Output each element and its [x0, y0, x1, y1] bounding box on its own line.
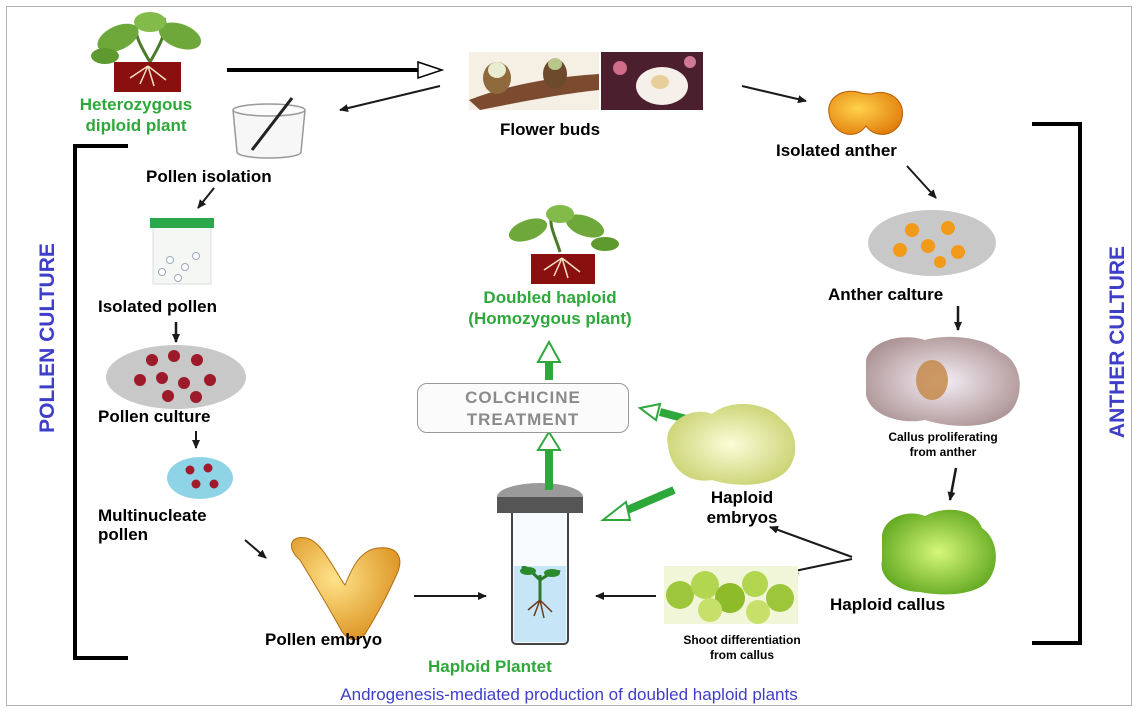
isolated-pollen-label: Isolated pollen: [98, 297, 217, 317]
left-bracket: [75, 146, 128, 658]
doubled-haploid-label: Doubled haploid (Homozygous plant): [426, 287, 674, 329]
arrow-to-isolated-anther: [742, 86, 806, 101]
arrow-to-shoot-diff: [790, 559, 852, 572]
arrow-to-isolated-pollen: [198, 188, 214, 208]
hollow-arrowhead: [418, 62, 442, 78]
right-bracket: [1032, 124, 1080, 643]
heterozygous-plant-image: [91, 12, 205, 92]
test-tube-image: [497, 483, 583, 644]
haploid-callus-image: [881, 510, 995, 595]
anther-culture-side-label: ANTHER CULTURE: [1106, 242, 1130, 442]
beaker-image: [233, 98, 305, 158]
callus-proliferating-label: Callus proliferating from anther: [858, 430, 1028, 460]
pollen-culture-label: Pollen culture: [98, 407, 210, 427]
heterozygous-label: Heterozygous diploid plant: [62, 94, 210, 136]
multinucleate-label: Multinucleate pollen: [98, 506, 207, 544]
isolated-anther-label: Isolated anther: [776, 141, 897, 161]
flower-buds-label: Flower buds: [500, 120, 600, 140]
shoot-differentiation-label: Shoot differentiation from callus: [642, 633, 842, 663]
haploid-plantet-label: Haploid Plantet: [428, 656, 552, 677]
arrow-to-anther-culture: [907, 166, 936, 198]
pollen-isolation-label: Pollen isolation: [146, 167, 272, 187]
doubled-haploid-plant-image: [506, 205, 619, 284]
pollen-embryo-label: Pollen embryo: [265, 630, 382, 650]
pollen-culture-dish-image: [106, 345, 246, 409]
multinucleate-dish-image: [167, 457, 233, 499]
arrow-to-pollen-isolation: [340, 86, 440, 110]
shoot-differentiation-image: [664, 566, 798, 624]
pollen-culture-side-label: POLLEN CULTURE: [36, 238, 60, 438]
anther-culture-dish-image: [868, 210, 996, 276]
haploid-embryos-label: Haploid embryos: [694, 488, 790, 528]
callus-proliferating-image: [866, 337, 1020, 426]
anther-calture-label: Anther calture: [828, 285, 943, 305]
isolated-anther-image: [829, 91, 903, 134]
arrow-to-haploid-callus: [950, 468, 956, 500]
colchicine-treatment-box: COLCHICINE TREATMENT: [417, 383, 629, 433]
pollen-embryo-image: [291, 538, 399, 640]
arrow-to-pollen-embryo: [245, 540, 266, 558]
haploid-callus-label: Haploid callus: [830, 595, 945, 615]
arrow-to-haploid-embryos: [770, 527, 852, 557]
figure-caption: Androgenesis-mediated production of doub…: [0, 685, 1138, 705]
haploid-embryos-image: [667, 404, 795, 485]
pollen-tube-image: [150, 218, 214, 284]
flower-buds-image: [469, 52, 703, 110]
